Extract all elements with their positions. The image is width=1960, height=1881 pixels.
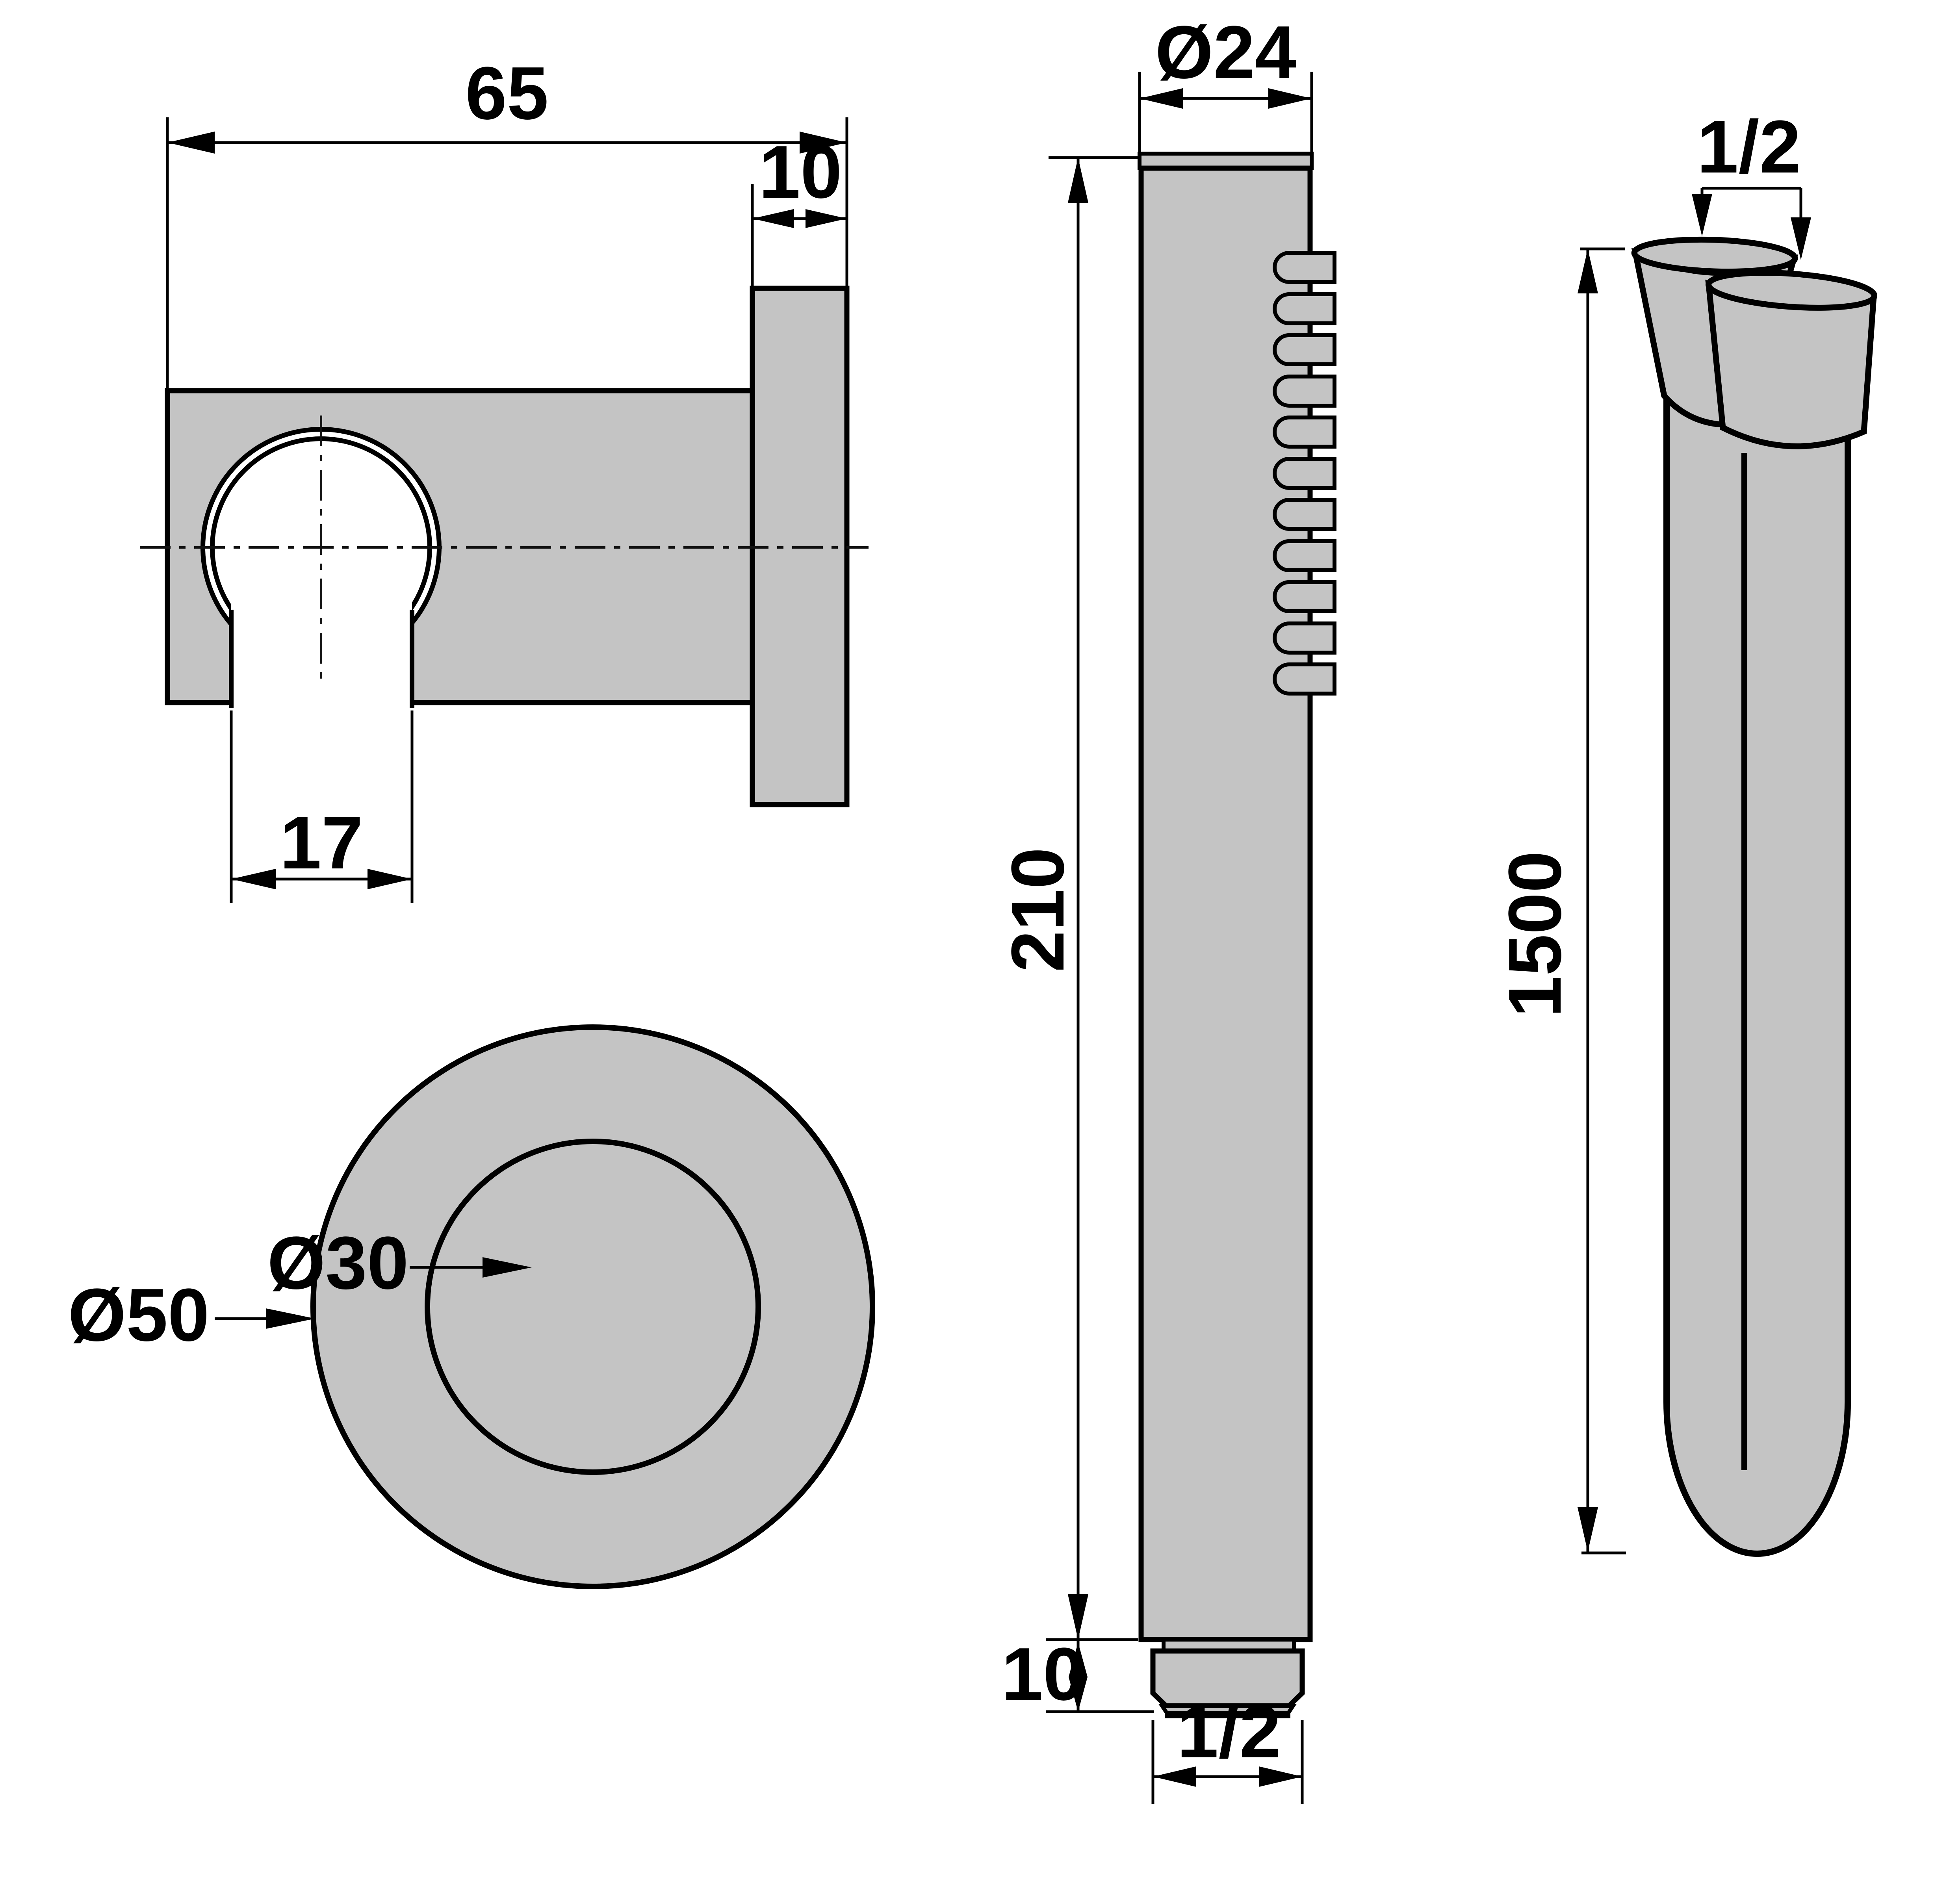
arrowhead-down [1692, 194, 1712, 236]
arrowhead-down [1791, 217, 1811, 260]
arrowhead-up [1069, 1642, 1088, 1677]
dim-body-length: 210 [996, 156, 1138, 1641]
dim-1500-label: 1500 [1493, 851, 1577, 1018]
arrowhead-right [483, 1257, 532, 1278]
spray-nozzle [1273, 251, 1336, 284]
shower-hose-view: 1/2 1500 [1493, 105, 1878, 1557]
hand-shower-view: Ø24 210 10 1/2 [996, 11, 1336, 1804]
dim-overall-width: 65 [166, 52, 848, 388]
arrowhead-up [1068, 158, 1088, 203]
arrowhead-left [1153, 1766, 1196, 1787]
spray-nozzles [1273, 251, 1336, 696]
arrowhead-left [752, 209, 794, 228]
arrowhead-right [1268, 88, 1312, 109]
dim-hose-thread: 1/2 [1692, 105, 1811, 260]
arrowhead-left [167, 132, 215, 154]
arrowhead-left [1140, 88, 1183, 109]
wall-bracket-front-view: Ø30 Ø50 [68, 1024, 875, 1589]
hose-nut-rear-rim [1631, 236, 1798, 275]
dim-d30-label: Ø30 [267, 1221, 408, 1305]
dim-17-label: 17 [280, 801, 363, 885]
arrowhead-right [266, 1308, 315, 1329]
arrowhead-up [1578, 249, 1598, 293]
dim-d24-label: Ø24 [1155, 11, 1296, 94]
dim-head-diameter: Ø24 [1138, 11, 1313, 152]
spray-nozzle [1273, 375, 1336, 408]
arrowhead-right [1259, 1766, 1302, 1787]
arrowhead-down [1069, 1677, 1088, 1712]
spray-nozzle [1273, 498, 1336, 531]
arrowhead-right [368, 869, 412, 889]
spray-nozzle [1273, 333, 1336, 366]
arrowhead-right [806, 209, 847, 228]
dim-10-connector-label: 10 [1001, 1632, 1084, 1716]
arrowhead-right [800, 132, 847, 154]
dim-half-inch-label: 1/2 [1177, 1690, 1281, 1773]
spray-nozzle [1273, 292, 1336, 325]
dim-connector-length: 10 [1001, 1632, 1154, 1716]
dim-210-label: 210 [996, 847, 1080, 972]
holder-hub-inner-circle [425, 1139, 761, 1475]
dim-slot-width: 17 [230, 710, 414, 903]
arrowhead-left [231, 869, 276, 889]
holder-slot [231, 548, 412, 710]
dim-hole-diameter: Ø30 [267, 1221, 532, 1305]
hose-tube [1663, 398, 1851, 1557]
spray-nozzle [1273, 621, 1336, 655]
dim-hose-length: 1500 [1493, 247, 1626, 1555]
spray-nozzle [1273, 539, 1336, 572]
dim-d50-label: Ø50 [68, 1273, 209, 1357]
dim-thread-size: 1/2 [1151, 1690, 1304, 1804]
spray-nozzle [1273, 662, 1336, 696]
spray-nozzle [1273, 457, 1336, 490]
wall-bracket-side-view: 65 10 17 [140, 52, 869, 903]
dim-plate-diameter: Ø50 [68, 1273, 315, 1357]
hose-nut-front-rim [1705, 270, 1878, 311]
spray-nozzle [1273, 416, 1336, 449]
arrowhead-down [1578, 1507, 1598, 1552]
dim-10-label: 10 [759, 130, 842, 214]
spray-nozzle [1273, 580, 1336, 613]
arrowhead-down [1068, 1594, 1088, 1640]
dim-hose-half-inch-label: 1/2 [1697, 105, 1801, 189]
dim-plate-thickness: 10 [751, 130, 847, 286]
dim-65-label: 65 [465, 52, 548, 135]
handshower-body [1138, 165, 1313, 1642]
